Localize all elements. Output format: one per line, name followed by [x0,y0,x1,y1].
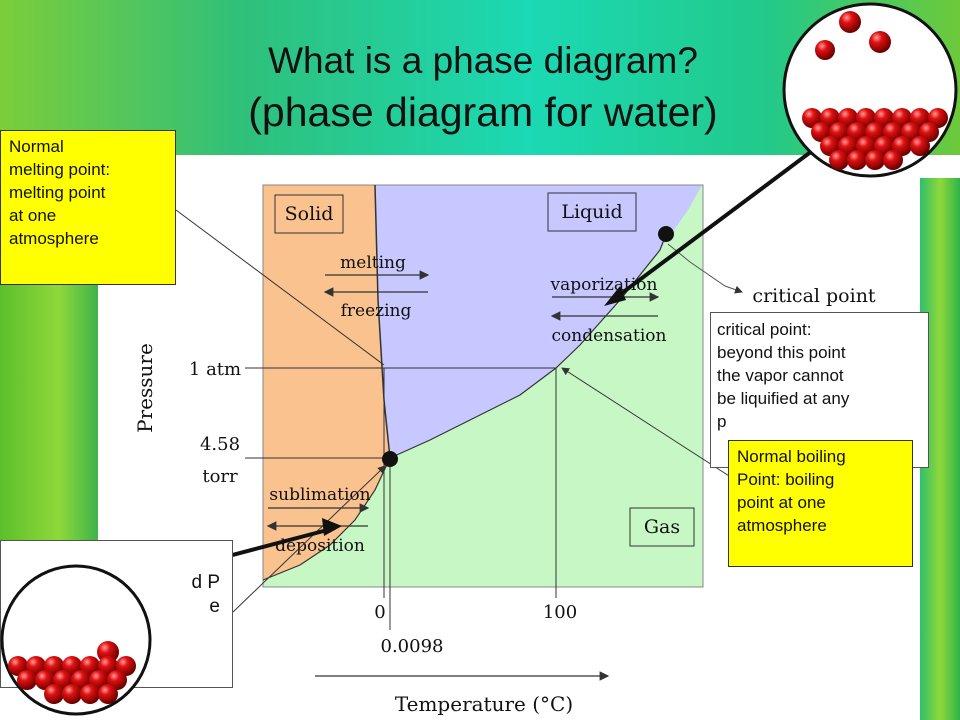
molecule-ball [910,136,930,156]
critical-callout-line: p [717,412,727,431]
slide-title: What is a phase diagram? (phase diagram … [178,28,788,153]
molecule-ball [98,684,118,704]
melting-point-callout: Normal melting point: melting point at o… [0,130,176,285]
critical-callout-line: beyond this point [717,343,846,362]
gas-label-box [629,507,695,547]
tick-label-100: 100 [543,602,577,623]
melting-curve [374,184,391,459]
critical-callout-line: be liquified at any [717,389,850,408]
deposition-label: deposition [275,536,365,556]
tick-label-0: 0 [374,602,385,623]
plot-frame [262,184,704,588]
boiling-callout-line: Normal boiling [737,447,846,466]
tick-label-torr: torr [202,466,238,487]
boiling-callout-line: point at one [737,493,826,512]
sublimation-curve [262,457,391,581]
melting-callout-line: at one [9,206,57,225]
molecule-ball [44,684,64,704]
triple-callout-line: e [209,596,220,617]
tick-label-4-58: 4.58 [200,434,240,455]
critical-point-label: critical point [752,285,876,307]
title-line-2: (phase diagram for water) [248,89,718,135]
melting-callout-line: atmosphere [9,229,99,248]
liquid-label: Liquid [561,201,622,223]
solid-molecules-pointer-head [322,518,342,536]
molecule-ball [97,641,119,663]
critical-point-pointer [667,243,743,294]
gas-liquid-molecules-illustration [782,2,958,178]
freezing-label: freezing [341,301,412,321]
boiling-callout-line: atmosphere [737,516,827,535]
triple-callout-leader [232,465,386,613]
molecule-ball [839,11,861,33]
melting-label: melting [340,253,406,273]
sublimation-label: sublimation [269,485,370,505]
critical-callout-line: the vapor cannot [717,366,844,385]
tick-label-0-0098: 0.0098 [381,636,444,657]
liquid-molecules [802,11,948,170]
solid-label: Solid [285,203,334,225]
y-axis-label: Pressure [133,343,157,433]
solid-molecules [8,641,136,704]
molecule-ball [815,40,835,60]
liquid-region [375,185,702,458]
molecule-ball [869,31,891,53]
vaporization-label: vaporization [550,275,658,295]
boiling-callout-line: Point: boiling [737,470,835,489]
title-line-1: What is a phase diagram? [268,40,698,81]
x-axis-label: Temperature (°C) [395,692,573,716]
liquid-label-box [547,192,637,232]
melting-callout-line: melting point: [9,160,111,179]
tick-label-1atm: 1 atm [189,359,241,380]
melting-callout-line: melting point [9,183,106,202]
molecule-ball [865,150,885,170]
boiling-point-callout: Normal boiling Point: boiling point at o… [728,440,913,567]
triple-callout-line: d P [191,572,220,593]
critical-point [658,226,674,242]
molecule-ball [883,150,903,170]
molecule-ball [847,150,867,170]
melting-callout-line: Normal [9,137,64,156]
solid-molecules-illustration [0,564,152,716]
molecule-ball [17,670,37,690]
solid-region [263,185,390,580]
molecule-ball [80,684,100,704]
triple-point [382,451,398,467]
critical-callout-line: critical point: [717,320,812,339]
molecule-ball [829,150,849,170]
melting-callout-leader [175,209,385,366]
molecule-ball [62,684,82,704]
gas-label: Gas [644,516,680,538]
solid-label-box [274,194,344,234]
gas-molecules-pointer [608,143,822,304]
condensation-label: condensation [552,326,667,346]
gas-molecules-pointer-head [604,286,626,306]
